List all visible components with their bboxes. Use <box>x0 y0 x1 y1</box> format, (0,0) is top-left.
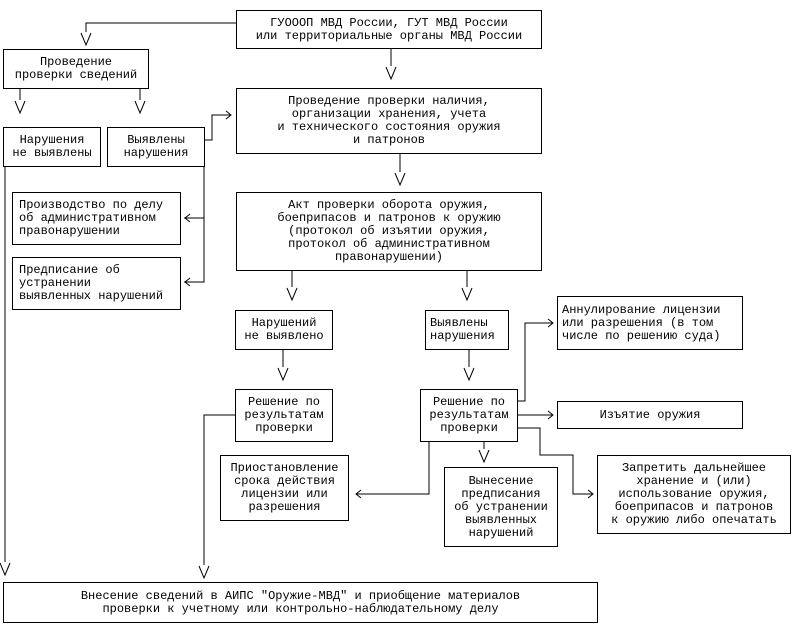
admin-case-box: Производство по делу об административном… <box>12 192 181 245</box>
box-text: (протокол об изъятии оружия, <box>288 224 490 238</box>
prohibit-box: Запретить дальнейшее хранение и (или) ис… <box>597 455 791 534</box>
box-text: и патронов <box>352 133 425 147</box>
box-text: не выявлено <box>244 329 324 343</box>
box-text: результатам <box>244 408 324 422</box>
box-text: Акт проверки оборота оружия, <box>288 198 490 212</box>
inspection-box: Проведение проверки наличия, организации… <box>236 88 542 154</box>
box-text: Предписание об <box>19 263 120 277</box>
box-text: нарушений <box>468 525 534 540</box>
arrow-down-icon <box>286 287 298 302</box>
arrow-down-icon <box>277 367 289 382</box>
arrow-right-icon <box>547 410 554 420</box>
box-text: Выявлены <box>127 133 185 147</box>
box-text: выявленных <box>464 512 537 527</box>
box-text: Вынесение <box>468 473 534 488</box>
box-text: или территориальные органы МВД России <box>255 28 523 43</box>
box-text: Приостановление <box>230 461 339 475</box>
box-text: или разрешения (в том <box>562 315 714 330</box>
box-text: разрешения <box>248 500 321 514</box>
arrow-down-icon <box>478 449 490 464</box>
box-text: не выявлены <box>12 146 92 160</box>
box-text: Решение по <box>247 395 320 409</box>
order-box-2: Вынесение предписания об устранении выяв… <box>444 467 558 547</box>
box-text: правонарушении) <box>334 250 444 264</box>
box-text: правонарушении <box>19 224 120 238</box>
box-text: Проведение проверки наличия, <box>288 94 490 108</box>
box-text: Выявлены <box>430 316 488 330</box>
arrow-right-icon <box>587 489 594 499</box>
box-text: проверки <box>440 421 498 435</box>
box-text: нарушения <box>123 146 189 160</box>
arrow-down-icon <box>394 172 406 187</box>
arrow-down-icon <box>463 367 475 382</box>
box-text: предписания <box>461 486 541 501</box>
box-text: проверки к учетному или контрольно-наблю… <box>102 601 499 616</box>
box-text: нарушения <box>430 329 495 343</box>
arrow-left-icon <box>355 489 362 499</box>
box-text: Изъятие оружия <box>599 407 701 422</box>
arrow-down-icon <box>461 287 473 302</box>
box-text: Нарушения <box>19 133 85 147</box>
arrowheads <box>0 32 594 580</box>
box-text: об устранении <box>454 499 548 514</box>
arrow-down-icon <box>198 565 210 580</box>
arrow-down-icon <box>134 100 146 115</box>
arrow-right-icon <box>547 318 554 328</box>
box-text: срока действия <box>234 474 335 488</box>
box-text: ГУОООП МВД России, ГУТ МВД России <box>270 15 508 30</box>
box-text: Внесение сведений в АИПС "Оружие-МВД" и … <box>80 588 521 603</box>
decision-box-2: Решение по результатам проверки <box>420 389 518 442</box>
order-box-1: Предписание об устранении выявленных нар… <box>12 257 181 310</box>
box-text: Проведение <box>39 55 112 69</box>
suspension-box: Приостановление срока действия лицензии … <box>220 455 349 521</box>
decision-box-1: Решение по результатам проверки <box>235 389 333 442</box>
violations-box-2: Выявлены нарушения <box>425 310 509 350</box>
box-text: Аннулирование лицензии <box>562 302 721 317</box>
seizure-box: Изъятие оружия <box>557 401 743 429</box>
box-text: организации хранения, учета <box>291 107 487 121</box>
record-box: Внесение сведений в АИПС "Оружие-МВД" и … <box>3 582 598 623</box>
violations-box-1: Выявлены нарушения <box>107 127 205 167</box>
box-text: к оружию либо опечатать <box>611 513 777 527</box>
box-text: и технического состояния оружия <box>277 120 501 134</box>
no-violations-box-1: Нарушения не выявлены <box>3 127 101 167</box>
revocation-box: Аннулирование лицензии или разрешения (в… <box>557 296 743 350</box>
connector-lines <box>4 22 592 565</box>
box-text: Решение по <box>432 395 505 409</box>
no-violations-box-2: Нарушений не выявлено <box>235 310 333 350</box>
box-text: устранении <box>19 276 92 290</box>
box-text: выявленных нарушений <box>19 289 164 303</box>
box-text: Нарушений <box>251 316 317 330</box>
box-text: об административном <box>19 211 156 225</box>
arrow-down-icon <box>0 562 11 577</box>
arrow-down-icon <box>14 100 26 115</box>
authority-box: ГУОООП МВД России, ГУТ МВД России или те… <box>236 10 542 49</box>
box-text: лицензии или <box>241 487 328 501</box>
act-box: Акт проверки оборота оружия, боеприпасов… <box>236 192 542 271</box>
box-text: протокол об административном <box>288 237 490 251</box>
arrow-down-icon <box>80 32 92 47</box>
info-check-box: Проведение проверки сведений <box>3 49 149 89</box>
box-text: Запретить дальнейшее <box>621 461 767 475</box>
box-text: хранение и (или) <box>636 474 752 488</box>
box-text: боеприпасов и патронов <box>614 500 774 514</box>
arrow-left-icon <box>184 277 191 287</box>
arrow-left-icon <box>184 213 191 223</box>
box-text: числе по решению суда) <box>562 328 721 343</box>
box-text: проверки <box>255 421 313 435</box>
arrow-down-icon <box>385 66 397 81</box>
box-text: проверки сведений <box>14 68 138 82</box>
box-text: Производство по делу <box>19 198 164 212</box>
box-text: боеприпасов и патронов к оружию <box>277 211 501 225</box>
arrow-right-icon <box>225 110 232 120</box>
box-text: результатам <box>429 408 509 422</box>
box-text: использование оружия, <box>618 487 770 501</box>
